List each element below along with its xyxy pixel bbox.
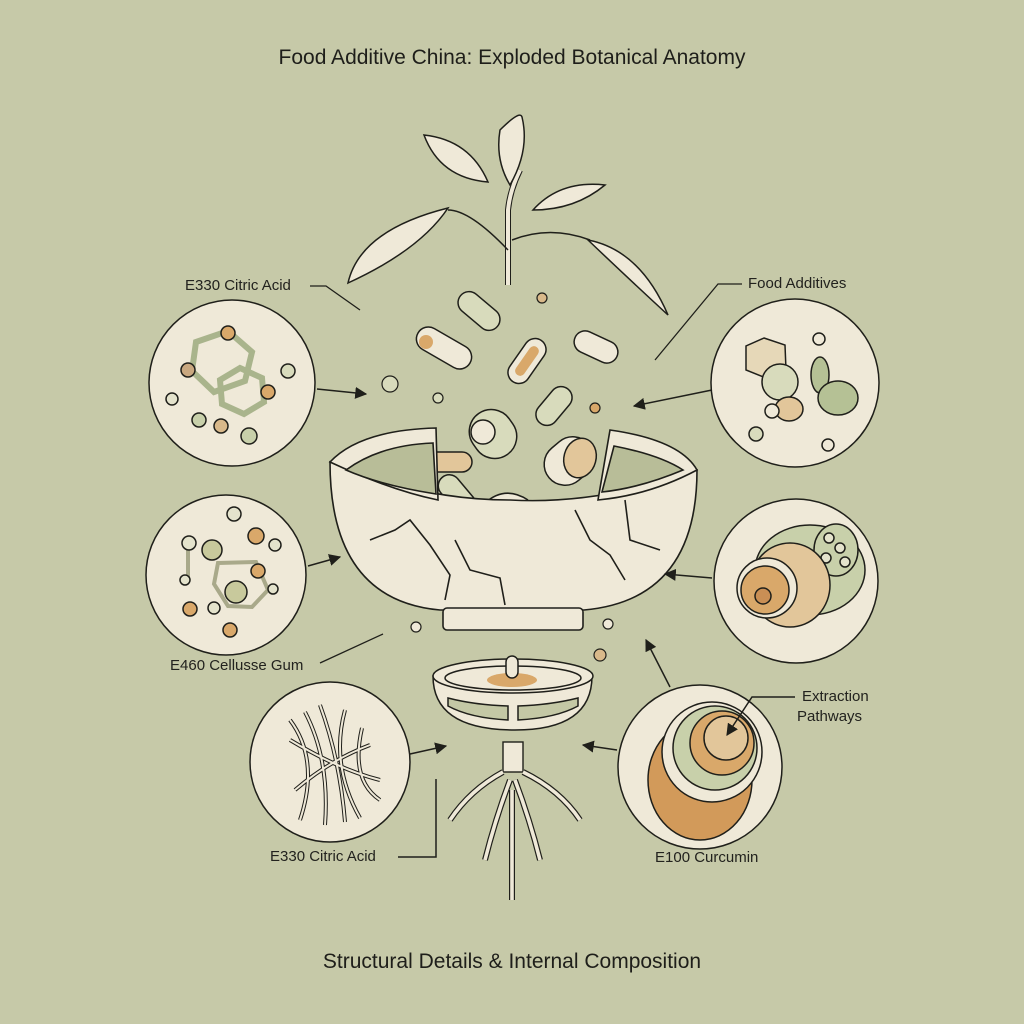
diagram-title: Food Additive China: Exploded Botanical … xyxy=(278,46,746,69)
diagram-footer: Structural Details & Internal Compositio… xyxy=(322,950,702,973)
label-bottom-right: E100 Curcumin xyxy=(655,849,759,866)
label-extraction-2: Pathways xyxy=(797,708,863,725)
molecule-circle-top-right xyxy=(632,298,880,468)
label-extraction-1: Extraction xyxy=(802,688,869,705)
curcumin-circle-bottom-right xyxy=(581,638,795,850)
particles xyxy=(381,292,614,662)
label-top-left: E330 Citric Acid xyxy=(185,277,291,294)
label-mid-left: E460 Cellusse Gum xyxy=(170,657,304,674)
capsules-icon xyxy=(415,290,619,516)
leader-lines xyxy=(310,283,742,664)
seed-cross-section-icon xyxy=(432,655,594,731)
label-top-right: Food Additives xyxy=(748,275,847,292)
cracked-bowl-icon xyxy=(328,427,699,631)
plant-sprout-icon xyxy=(346,114,669,316)
label-bottom-left: E330 Citric Acid xyxy=(270,848,376,865)
molecule-circle-top-left xyxy=(148,299,368,467)
molecule-circle-mid-left xyxy=(145,494,342,656)
fiber-circle-bottom-left xyxy=(249,681,448,858)
cell-circle-mid-right xyxy=(663,498,879,664)
roots-icon xyxy=(447,741,583,900)
